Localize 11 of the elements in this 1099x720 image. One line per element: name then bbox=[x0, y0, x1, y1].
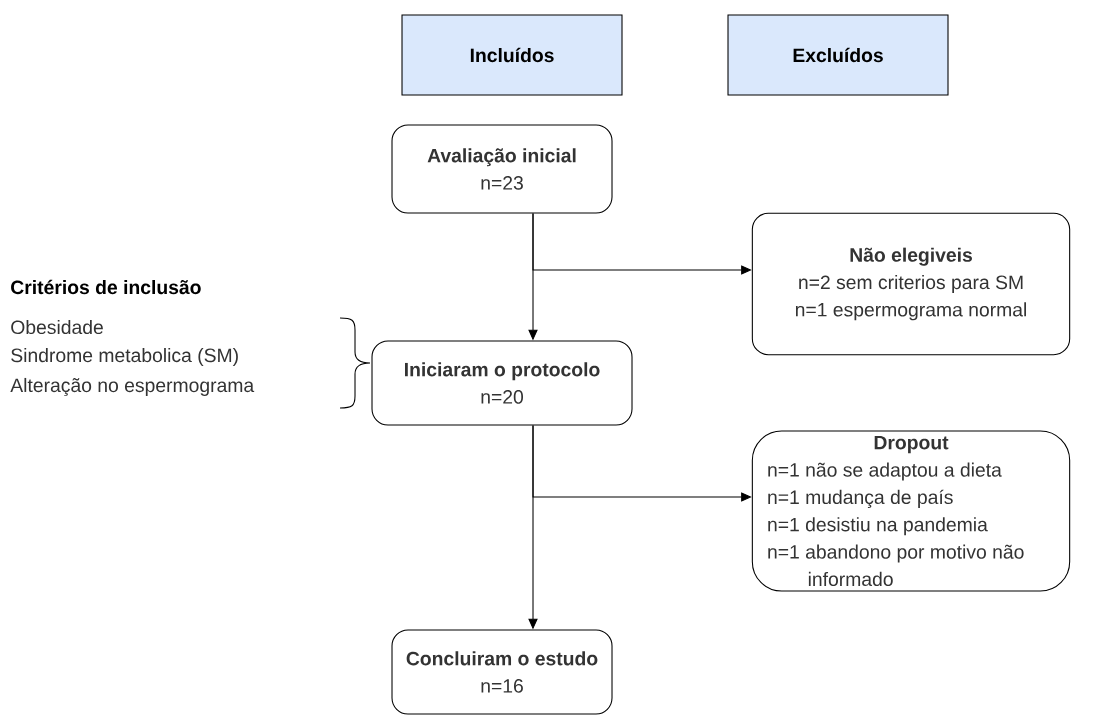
process-box: Iniciaram o protocolo n=20 bbox=[371, 340, 633, 426]
section-heading: Critérios de inclusão bbox=[11, 279, 201, 295]
criterion-text: Alteração no espermograma bbox=[10, 377, 255, 397]
process-box: Concluiram o estudo n=16 bbox=[391, 629, 613, 715]
criterion-text: Sindrome metabolica (SM) bbox=[11, 348, 238, 366]
criterion-text: Obesidade bbox=[11, 319, 103, 335]
process-box: Avaliação inicial n=23 bbox=[391, 124, 613, 214]
column-header: Excluídos bbox=[727, 14, 949, 96]
process-box: Dropout n=1 não se adaptou a dieta n=1 mudança de país n=1 desistiu na pandemia n=1 abandono por motivo não informado bbox=[751, 430, 1071, 592]
column-header: Incluídos bbox=[401, 14, 623, 96]
process-box: Não elegiveis n=2 sem criterios para SM n=1 espermograma normal bbox=[751, 212, 1071, 356]
